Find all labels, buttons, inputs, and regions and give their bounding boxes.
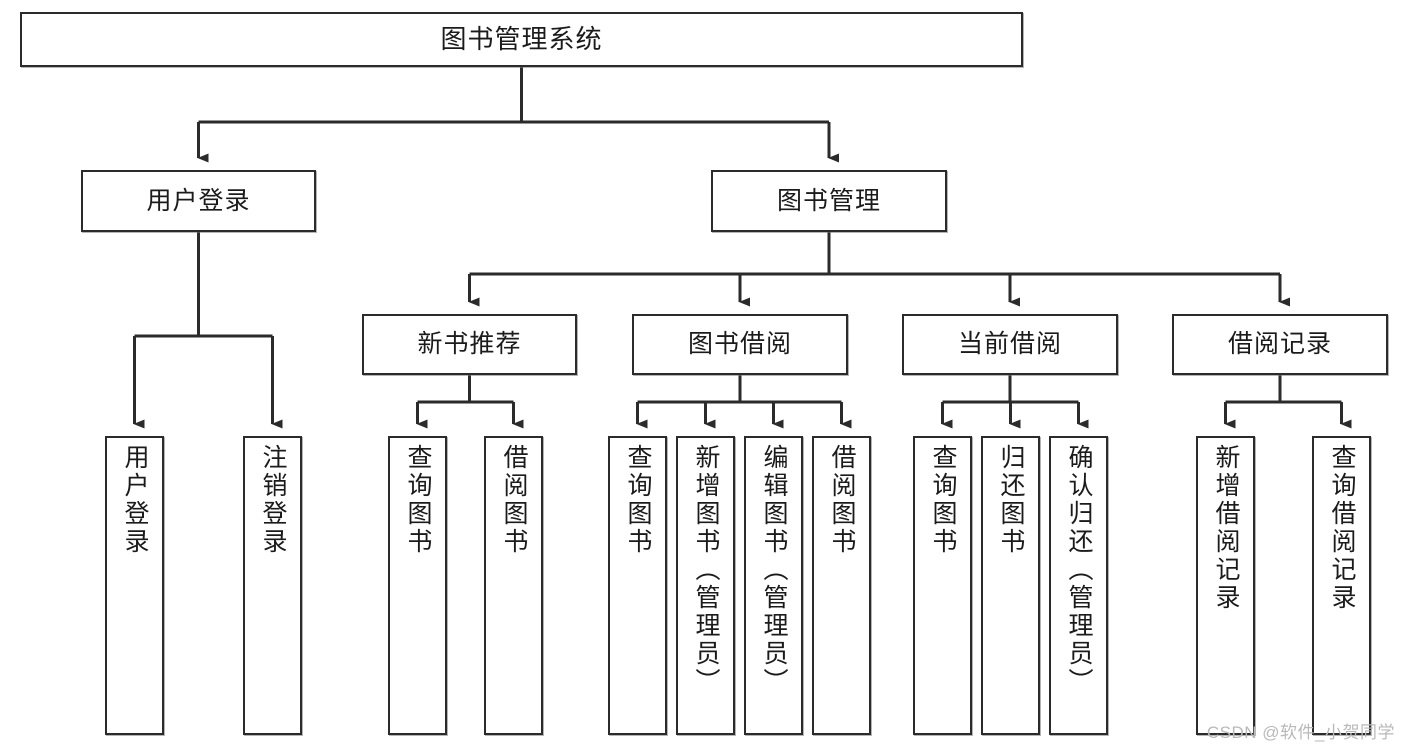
node-leaf-add-borrow-record[interactable]: 新增借阅记录 bbox=[1196, 436, 1255, 735]
node-leaf-query-borrow-record[interactable]: 查询借阅记录 bbox=[1312, 436, 1371, 735]
node-leaf-return-book[interactable]: 归还图书 bbox=[981, 436, 1040, 735]
node-leaf-user-login-label: 用户登录 bbox=[121, 444, 149, 556]
node-leaf-add-book-admin-label: 新增图书（管理员） bbox=[692, 444, 720, 696]
node-book-borrow[interactable]: 图书借阅 bbox=[632, 314, 848, 375]
node-leaf-query-borrow-record-label: 查询借阅记录 bbox=[1328, 444, 1356, 612]
node-leaf-borrow-book-rec[interactable]: 借阅图书 bbox=[484, 436, 543, 735]
node-leaf-add-borrow-record-label: 新增借阅记录 bbox=[1212, 444, 1240, 612]
node-leaf-borrow-book-rec-label: 借阅图书 bbox=[500, 444, 528, 556]
node-book-manage[interactable]: 图书管理 bbox=[711, 170, 947, 232]
node-leaf-borrow-book-label: 借阅图书 bbox=[828, 444, 856, 556]
node-leaf-query-book-current-label: 查询图书 bbox=[929, 444, 957, 556]
node-leaf-user-login[interactable]: 用户登录 bbox=[105, 436, 164, 735]
node-root-label: 图书管理系统 bbox=[440, 23, 603, 54]
node-leaf-user-logout[interactable]: 注销登录 bbox=[243, 436, 302, 735]
node-current-borrow-label: 当前借阅 bbox=[957, 330, 1062, 359]
node-leaf-edit-book-admin-label: 编辑图书（管理员） bbox=[760, 444, 788, 696]
node-borrow-record[interactable]: 借阅记录 bbox=[1172, 314, 1388, 375]
node-leaf-query-book-current[interactable]: 查询图书 bbox=[913, 436, 972, 735]
node-leaf-query-book-borrow[interactable]: 查询图书 bbox=[608, 436, 667, 735]
node-user-login[interactable]: 用户登录 bbox=[81, 170, 316, 232]
node-leaf-add-book-admin[interactable]: 新增图书（管理员） bbox=[676, 436, 735, 735]
node-borrow-record-label: 借阅记录 bbox=[1227, 330, 1332, 359]
node-current-borrow[interactable]: 当前借阅 bbox=[902, 314, 1118, 375]
node-leaf-confirm-return-admin-label: 确认归还（管理员） bbox=[1065, 444, 1093, 696]
node-new-book-recommend-label: 新书推荐 bbox=[417, 330, 522, 359]
node-leaf-return-book-label: 归还图书 bbox=[997, 444, 1025, 556]
node-leaf-query-book-rec[interactable]: 查询图书 bbox=[388, 436, 447, 735]
node-user-login-label: 用户登录 bbox=[146, 186, 251, 215]
node-leaf-edit-book-admin[interactable]: 编辑图书（管理员） bbox=[744, 436, 803, 735]
node-book-manage-label: 图书管理 bbox=[776, 186, 881, 215]
node-leaf-user-logout-label: 注销登录 bbox=[259, 444, 287, 556]
node-leaf-borrow-book[interactable]: 借阅图书 bbox=[812, 436, 871, 735]
node-new-book-recommend[interactable]: 新书推荐 bbox=[362, 314, 577, 375]
node-leaf-query-book-rec-label: 查询图书 bbox=[404, 444, 432, 556]
node-book-borrow-label: 图书借阅 bbox=[687, 330, 792, 359]
node-leaf-query-book-borrow-label: 查询图书 bbox=[624, 444, 652, 556]
node-leaf-confirm-return-admin[interactable]: 确认归还（管理员） bbox=[1049, 436, 1108, 735]
csdn-watermark: CSDN @软件_小贺同学 bbox=[1206, 723, 1395, 742]
node-root[interactable]: 图书管理系统 bbox=[20, 12, 1023, 67]
